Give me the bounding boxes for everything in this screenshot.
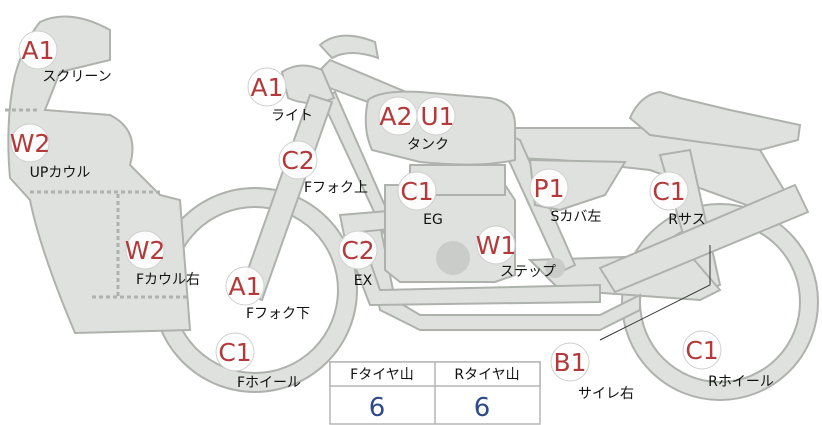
part-silencer-right: B1 サイレ右 (550, 342, 634, 402)
rear-tire-header: Rタイヤ山 (454, 367, 519, 383)
rear-fender-shape (628, 90, 802, 152)
grade-code: C1 (218, 338, 251, 367)
part-label: ライト (271, 108, 313, 124)
part-label: Rサス (668, 212, 705, 228)
part-label: Sカバ左 (551, 209, 602, 225)
grade-badge-bg (476, 225, 516, 265)
silencer-shape (598, 183, 810, 294)
grade-badge-bg (529, 168, 569, 208)
front-tire-header: Fタイヤ山 (350, 367, 414, 383)
part-label: Fホイール (237, 375, 301, 391)
part-label: Fフォク上 (304, 180, 368, 196)
part-label: UPカウル (30, 165, 91, 181)
part-label: EX (354, 273, 373, 289)
silencer-leader-line (599, 245, 711, 341)
part-label: サイレ右 (578, 386, 634, 402)
grade-code: C2 (341, 236, 374, 265)
grade-code: C2 (281, 146, 314, 175)
tire-tread-table: Fタイヤ山 Rタイヤ山 6 6 (329, 361, 541, 425)
grade-code: B1 (553, 348, 586, 377)
part-screen: A1 スクリーン (18, 30, 112, 85)
grade-code: A1 (21, 36, 54, 65)
grade-code: W2 (125, 236, 166, 265)
grade-code: C1 (400, 177, 433, 206)
part-label: スクリーン (42, 69, 111, 85)
grade-badge-bg (397, 171, 437, 211)
part-label: EG (423, 212, 443, 228)
rear-tire-value: 6 (474, 393, 491, 423)
grade-badge-bg (278, 140, 318, 180)
grade-code: W1 (476, 231, 517, 260)
grade-code: A1 (228, 272, 261, 301)
grade-code: C1 (685, 336, 718, 365)
grade-badge-bg (18, 30, 58, 70)
grade-badge-bg (215, 332, 255, 372)
handlebar-shape (318, 34, 380, 60)
grade-badge-bg (682, 330, 722, 370)
part-label: ステップ (500, 264, 556, 280)
grade-badge-bg (550, 342, 590, 382)
part-label: Fカウル右 (136, 272, 200, 288)
grade-badge-bg (416, 96, 456, 136)
grade-badge-bg (649, 171, 689, 211)
main-frame-shape (308, 58, 577, 274)
headlight-shape (280, 64, 336, 104)
part-label: Rホイール (708, 374, 774, 390)
grade-code: A1 (250, 73, 283, 102)
part-step: W1 ステップ (476, 225, 556, 280)
grade-badge-bg (225, 266, 265, 306)
grade-badge-bg (338, 230, 378, 270)
part-tank: A2 U1 タンク (378, 96, 456, 153)
front-tire-value: 6 (369, 393, 386, 423)
part-label: Fフォク下 (246, 306, 310, 322)
grade-code: A2 U1 (379, 102, 454, 131)
grade-code: C1 (652, 177, 685, 206)
grade-code: W2 (10, 129, 51, 158)
part-light: A1 ライト (247, 67, 313, 124)
part-label: タンク (407, 137, 449, 153)
grade-code: P1 (534, 174, 565, 203)
grade-badge-bg (247, 67, 287, 107)
grade-badge-bg (10, 123, 50, 163)
grade-badge-bg (125, 230, 165, 270)
